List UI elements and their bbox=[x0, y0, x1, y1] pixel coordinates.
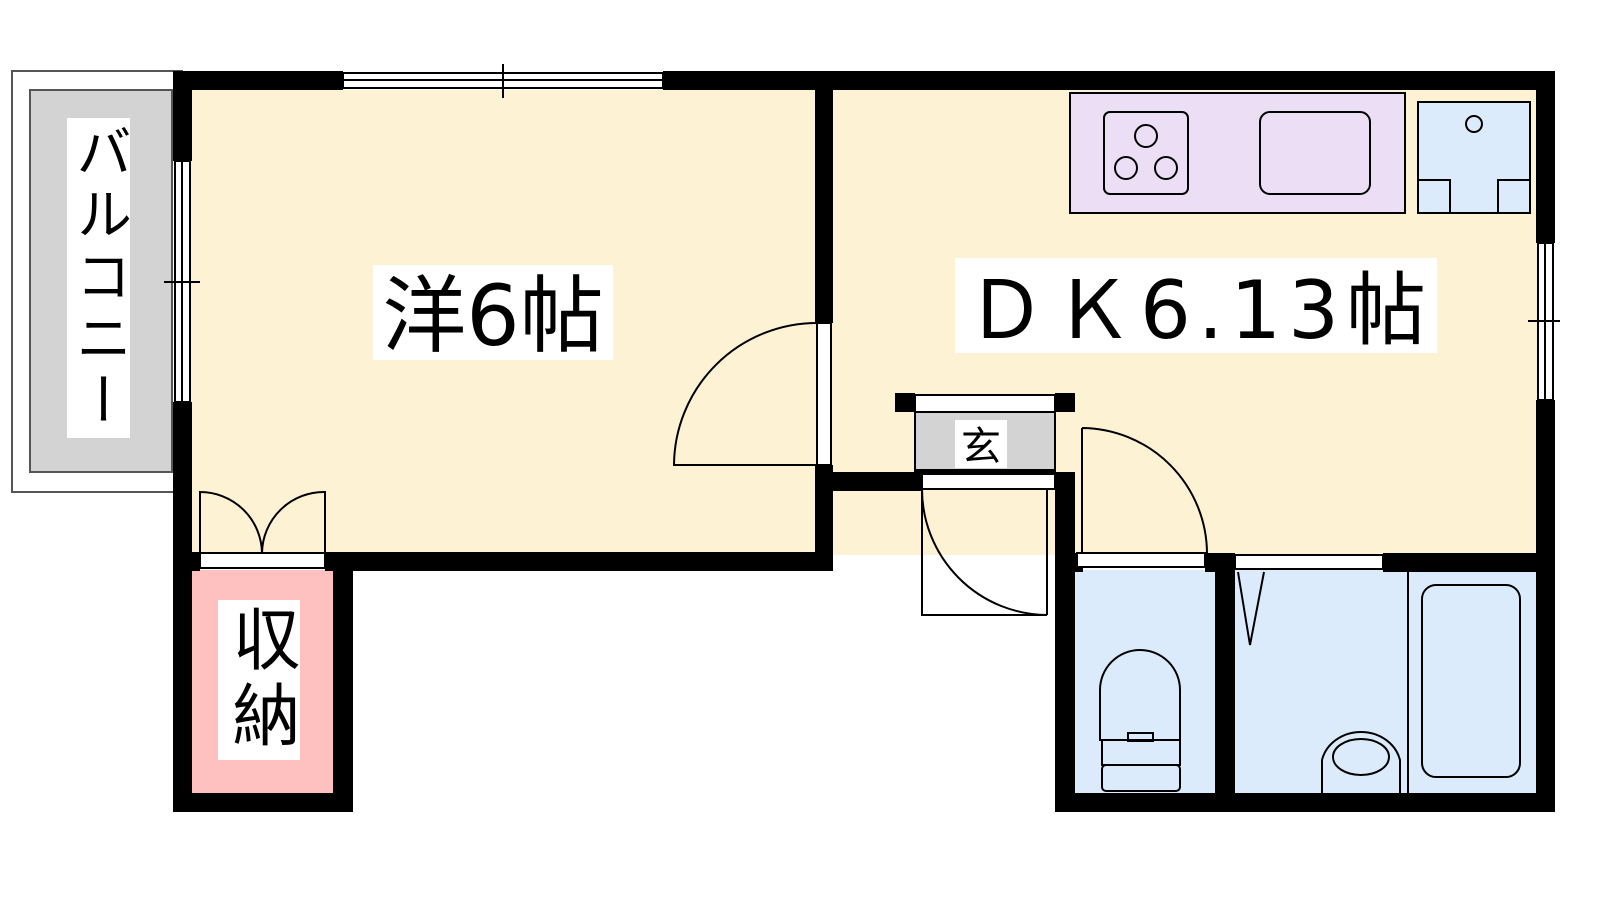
burner-icons bbox=[1114, 124, 1178, 180]
entrance-label: 玄 bbox=[961, 424, 1001, 470]
sink-icon bbox=[1259, 111, 1371, 195]
bathtub-icon bbox=[1421, 584, 1521, 778]
windows bbox=[164, 64, 1560, 403]
bath-fixtures bbox=[1321, 570, 1521, 793]
fridge bbox=[1417, 101, 1531, 214]
washbasin-icon bbox=[1321, 731, 1401, 793]
walls bbox=[173, 71, 1555, 812]
balcony-label: バルコニー bbox=[67, 118, 132, 438]
storage-label: 収納 bbox=[218, 600, 300, 760]
bath-room bbox=[1233, 570, 1538, 795]
stove-icon bbox=[1103, 111, 1189, 195]
western-room-label: 洋6帖 bbox=[382, 267, 603, 365]
toilet-icon bbox=[1099, 649, 1181, 792]
kitchen-counter bbox=[1069, 92, 1531, 214]
entrance: 玄 bbox=[914, 394, 1056, 473]
doors bbox=[199, 322, 1384, 646]
toilet-room bbox=[1073, 570, 1217, 795]
